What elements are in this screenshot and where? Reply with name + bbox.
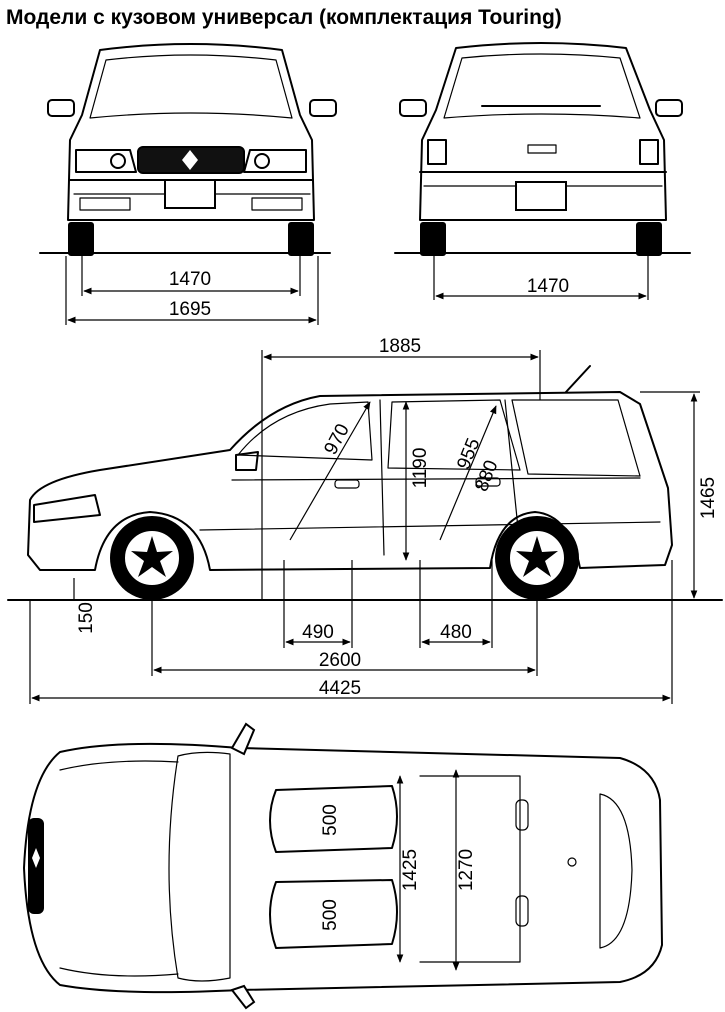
front-seat-depth-label: 490 [302,622,334,643]
front-seat-width-right-label: 500 [320,899,341,931]
dim-1885-label: 1885 [379,336,421,357]
rear-track-width-label: 1470 [527,276,569,297]
overall-length-label: 4425 [319,678,361,699]
front-view: 1470 1695 [39,43,337,325]
wheelbase-label: 2600 [319,650,361,671]
rear-view: 1470 [394,42,691,300]
page-title: Модели с кузовом универсал (комплектация… [6,6,562,29]
cabin-width-front-label: 1425 [400,849,421,891]
top-view: 500 500 1425 1270 [23,722,663,1010]
front-seat-width-left-label: 500 [320,804,341,836]
interior-height-label: 1190 [410,448,431,489]
rear-seat-depth-label: 480 [440,622,472,643]
front-track-width-label: 1470 [169,269,211,290]
overall-height-label: 1465 [698,477,719,519]
ground-clearance-label: 150 [76,602,97,634]
front-overall-width-label: 1695 [169,299,211,320]
cabin-width-rear-label: 1270 [456,849,477,891]
headroom-front-label: 970 [320,420,353,458]
side-view: 1885 970 1190 955 880 1465 150 490 480 [7,336,723,704]
